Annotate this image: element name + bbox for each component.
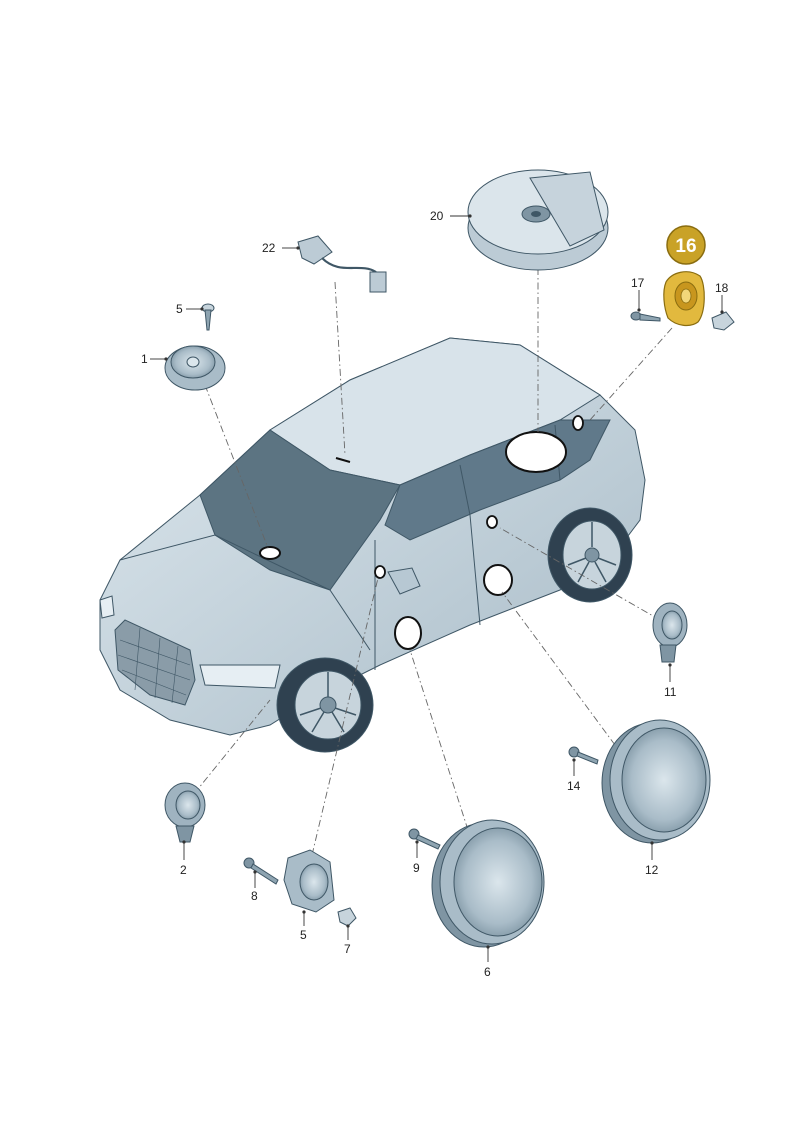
label-18: 18 [715, 281, 729, 295]
label-2: 2 [180, 863, 187, 877]
part-8-screw[interactable] [243, 857, 279, 885]
part-16-highlighted-speaker[interactable] [663, 271, 705, 327]
part-20-subwoofer[interactable] [467, 169, 609, 271]
part-1-speaker[interactable] [164, 345, 226, 391]
dashed-leader-lines [184, 268, 673, 856]
label-14: 14 [567, 779, 581, 793]
badge-label: 16 [675, 236, 696, 257]
highlight-badge-16[interactable]: 16 [666, 225, 706, 265]
part-labels: 20 22 5 1 17 18 11 14 12 2 8 9 5 [141, 209, 729, 979]
label-1: 1 [141, 352, 148, 366]
part-11-speaker[interactable] [652, 602, 688, 663]
label-5-text: 5 [300, 928, 307, 942]
label-11: 11 [664, 685, 677, 699]
part-12-speaker[interactable] [601, 719, 711, 844]
part-14-screw[interactable] [568, 746, 599, 765]
part-6-speaker[interactable] [431, 819, 545, 948]
label-22: 22 [262, 241, 276, 255]
vehicle-illustration [99, 337, 646, 753]
part-3-screw[interactable] [201, 303, 215, 331]
part-7-clip[interactable] [337, 907, 357, 927]
part-17-screw[interactable] [630, 311, 661, 322]
label-8: 8 [251, 889, 258, 903]
label-17: 17 [631, 276, 645, 290]
part-5-speaker[interactable] [283, 849, 335, 913]
part-9-screw[interactable] [408, 828, 441, 850]
label-9: 9 [413, 861, 420, 875]
label-3: 5 [176, 302, 183, 316]
part-18-clip[interactable] [711, 311, 735, 331]
label-7: 7 [344, 942, 351, 956]
part-22-wiring-connector[interactable] [297, 235, 387, 293]
label-20: 20 [430, 209, 444, 223]
label-6-text: 6 [484, 965, 491, 979]
label-12: 12 [645, 863, 659, 877]
part-2-speaker[interactable] [164, 782, 206, 843]
